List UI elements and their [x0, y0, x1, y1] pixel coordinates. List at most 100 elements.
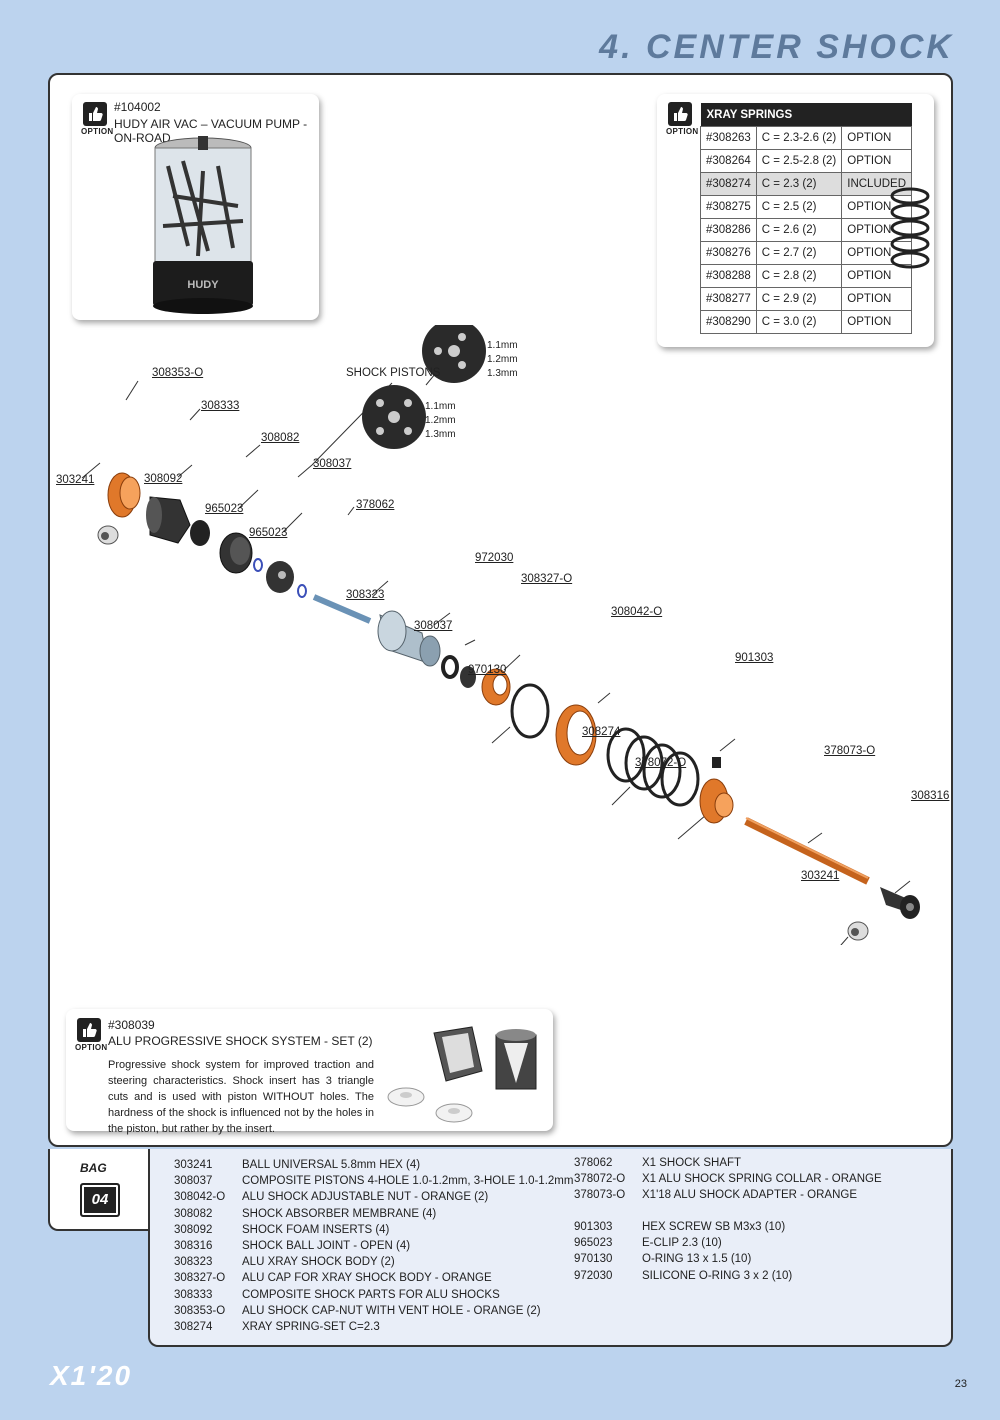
- bag-label: BAG: [80, 1161, 107, 1175]
- e-clip-965023a: [253, 558, 263, 572]
- exploded-shock-diagram: [81, 325, 920, 945]
- label-308037-bottom: 308037: [414, 620, 453, 632]
- shock-shaft-378062: [312, 594, 372, 624]
- label-965023-b: 965023: [249, 527, 288, 539]
- part-name: COMPOSITE SHOCK PARTS FOR ALU SHOCKS: [242, 1288, 500, 1301]
- spring-rate: C = 2.3-2.6 (2): [755, 126, 843, 150]
- label-378072-o: 378072-O: [635, 757, 687, 769]
- part-name: SHOCK FOAM INSERTS (4): [242, 1223, 390, 1236]
- option-label: OPTION: [81, 127, 114, 136]
- part-name: COMPOSITE PISTONS 4-HOLE 1.0-1.2mm, 3-HO…: [242, 1175, 574, 1188]
- part-row: 308316 SHOCK BALL JOINT - OPEN (4): [174, 1238, 573, 1254]
- part-row: 308042-O ALU SHOCK ADJUSTABLE NUT - ORANG…: [174, 1189, 573, 1205]
- part-name: ALU SHOCK ADJUSTABLE NUT - ORANGE (2): [242, 1191, 489, 1204]
- spring-rate: C = 2.8 (2): [755, 264, 843, 288]
- part-name: X1'18 ALU SHOCK ADAPTER - ORANGE: [642, 1189, 858, 1202]
- spring-308274: [606, 727, 700, 807]
- part-code: 308353-O: [174, 1304, 226, 1317]
- part-name: XRAY SPRING-SET C=2.3: [242, 1320, 380, 1333]
- shock-adapter-378073: [744, 817, 870, 885]
- spring-code: #308288: [700, 264, 757, 288]
- part-name: SILICONE O-RING 3 x 2 (10): [642, 1269, 793, 1282]
- part-name: X1 SHOCK SHAFT: [642, 1157, 742, 1169]
- spring-status: OPTION: [841, 126, 913, 150]
- brand-logo: X1'20: [50, 1360, 133, 1391]
- membrane-308082: [219, 532, 253, 574]
- springs-title: XRAY SPRINGS: [700, 103, 912, 127]
- air-vac-code: #104002: [114, 100, 161, 114]
- progressive-name: ALU PROGRESSIVE SHOCK SYSTEM - SET (2): [108, 1034, 373, 1048]
- piston-308037b: [460, 666, 476, 688]
- spring-code: #308276: [700, 241, 757, 265]
- ball-universal-303241b: [847, 921, 869, 941]
- size-1-1mm: 1.1mm: [425, 401, 456, 412]
- part-code: 308316: [174, 1239, 213, 1252]
- spring-rate: C = 2.5-2.8 (2): [755, 149, 843, 173]
- spring-code: #308290: [700, 310, 757, 334]
- air-vac-option-card: OPTION #104002 HUDY AIR VAC – VACUUM PUM…: [72, 94, 319, 320]
- air-vac-name: HUDY AIR VAC – VACUUM PUMP - ON-ROAD: [114, 117, 308, 145]
- label-308353-o: 308353-O: [152, 367, 204, 379]
- part-code: 972030: [574, 1269, 613, 1282]
- piston-4hole: [362, 385, 426, 449]
- size-1-1mm: 1.1mm: [487, 340, 518, 351]
- spring-status: OPTION: [841, 264, 913, 288]
- spring-collar-378072: [699, 778, 734, 824]
- o-ring-972030: [441, 655, 459, 679]
- part-code: 308323: [174, 1256, 213, 1269]
- piston-308037a: [266, 561, 294, 593]
- spring-code: #308286: [700, 218, 757, 242]
- option-badge: OPTION: [81, 102, 114, 136]
- part-code: 378062: [574, 1157, 613, 1169]
- piston-sizes-bottom: 1.1mm 1.2mm 1.3mm: [425, 400, 456, 442]
- size-1-3mm: 1.3mm: [425, 429, 456, 440]
- spring-rate: C = 2.6 (2): [755, 218, 843, 242]
- label-965023-a: 965023: [205, 503, 244, 515]
- option-label: OPTION: [666, 127, 699, 136]
- progressive-description: Progressive shock system for improved tr…: [108, 1059, 374, 1135]
- shock-ball-joint-308316: [880, 887, 920, 919]
- e-clip-965023b: [297, 584, 307, 598]
- label-308037-top: 308037: [313, 458, 352, 470]
- cap-308327: [481, 668, 511, 706]
- spring-rate: C = 2.5 (2): [755, 195, 843, 219]
- part-name: X1 ALU SHOCK SPRING COLLAR - ORANGE: [642, 1173, 882, 1186]
- part-name: ALU CAP FOR XRAY SHOCK BODY - ORANGE: [242, 1272, 492, 1285]
- spring-code: #308275: [700, 195, 757, 219]
- part-code: 970130: [574, 1253, 613, 1266]
- shock-cap-nut-308353: [107, 472, 141, 518]
- thumbs-up-icon: [77, 1018, 101, 1042]
- vacuum-pump-image: HUDY: [153, 136, 253, 314]
- thumbs-up-icon: [83, 102, 107, 126]
- label-308327-o: 308327-O: [521, 573, 573, 585]
- label-308333: 308333: [201, 400, 240, 412]
- label-972030: 972030: [475, 552, 514, 564]
- part-name: HEX SCREW SB M3x3 (10): [642, 1221, 786, 1233]
- label-308274: 308274: [582, 726, 621, 738]
- part-code: 308037: [174, 1175, 213, 1188]
- part-code: 308082: [174, 1207, 213, 1220]
- option-label: OPTION: [75, 1043, 108, 1052]
- progressive-code: #308039: [108, 1018, 155, 1032]
- part-name: SHOCK BALL JOINT - OPEN (4): [242, 1239, 411, 1252]
- size-1-2mm: 1.2mm: [487, 354, 518, 365]
- part-row: 308037 COMPOSITE PISTONS 4-HOLE 1.0-1.2mm…: [174, 1173, 573, 1189]
- part-code: 308042-O: [174, 1191, 226, 1204]
- label-970130: 970130: [468, 664, 507, 676]
- part-code: 308274: [174, 1320, 213, 1333]
